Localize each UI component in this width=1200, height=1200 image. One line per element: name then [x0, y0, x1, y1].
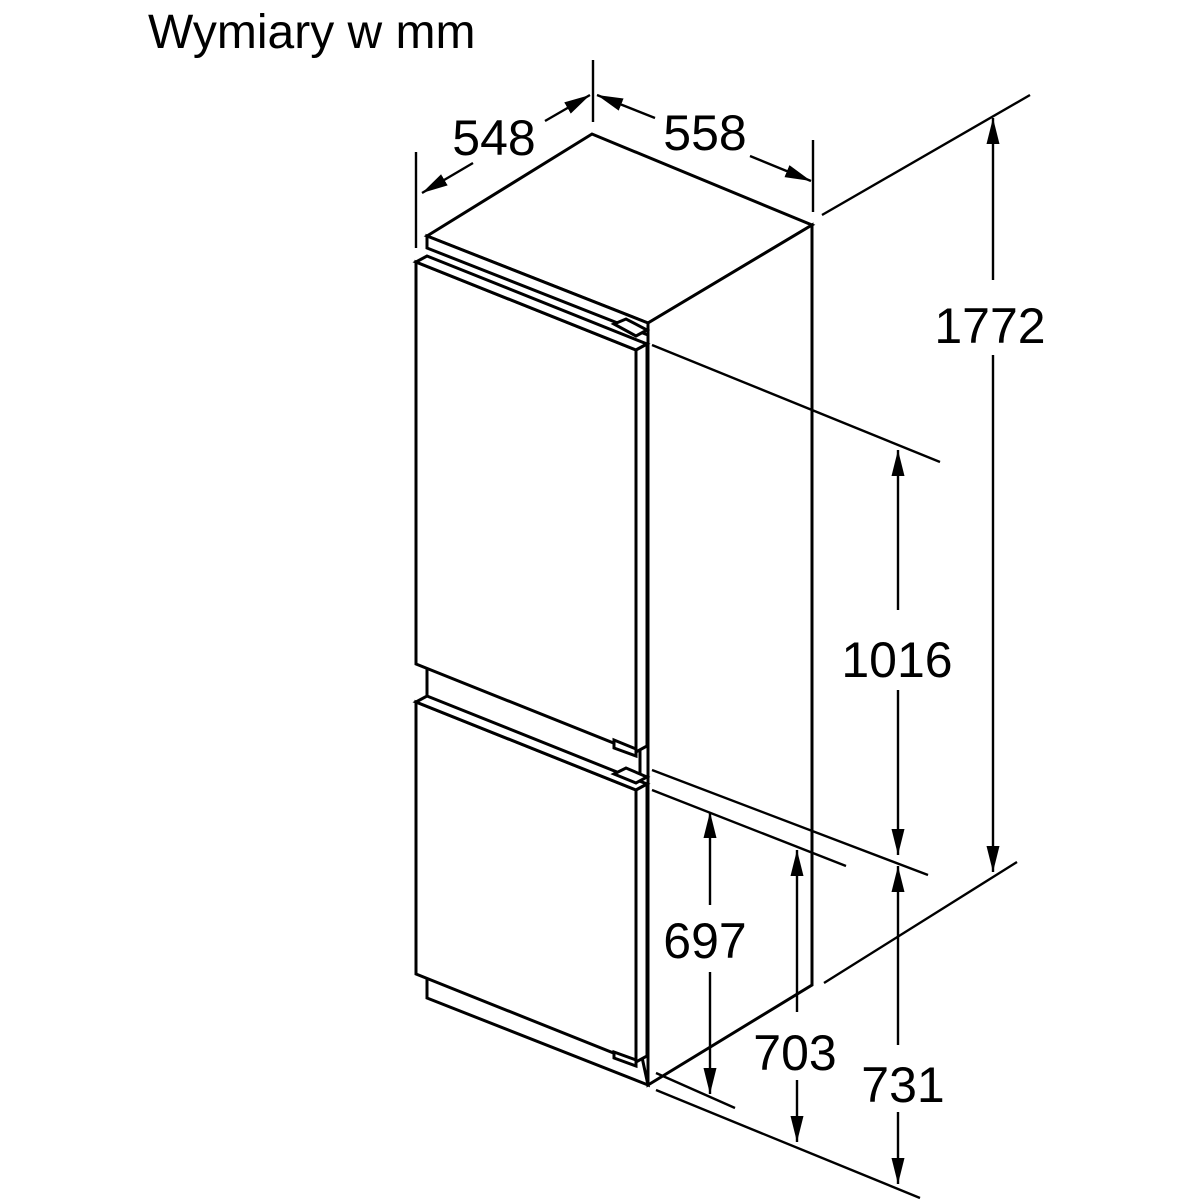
upper-door	[412, 254, 651, 759]
upper-door-height-label: 1016	[841, 632, 952, 688]
dimension-arrows	[421, 93, 1000, 1184]
lower-door-height-label: 697	[663, 913, 746, 969]
niche-height-b-label: 731	[861, 1057, 944, 1113]
lower-door	[412, 694, 651, 1069]
width-arrow	[596, 93, 656, 120]
extension-lines	[414, 60, 1031, 1200]
total-height-label: 1772	[934, 298, 1045, 354]
diagram-title: Wymiary w mm	[148, 6, 476, 59]
niche-height-a-label: 703	[753, 1025, 836, 1081]
depth-arrow	[421, 161, 474, 195]
top-slab	[425, 233, 650, 338]
width-label: 558	[663, 105, 746, 161]
depth-label: 548	[452, 110, 535, 166]
